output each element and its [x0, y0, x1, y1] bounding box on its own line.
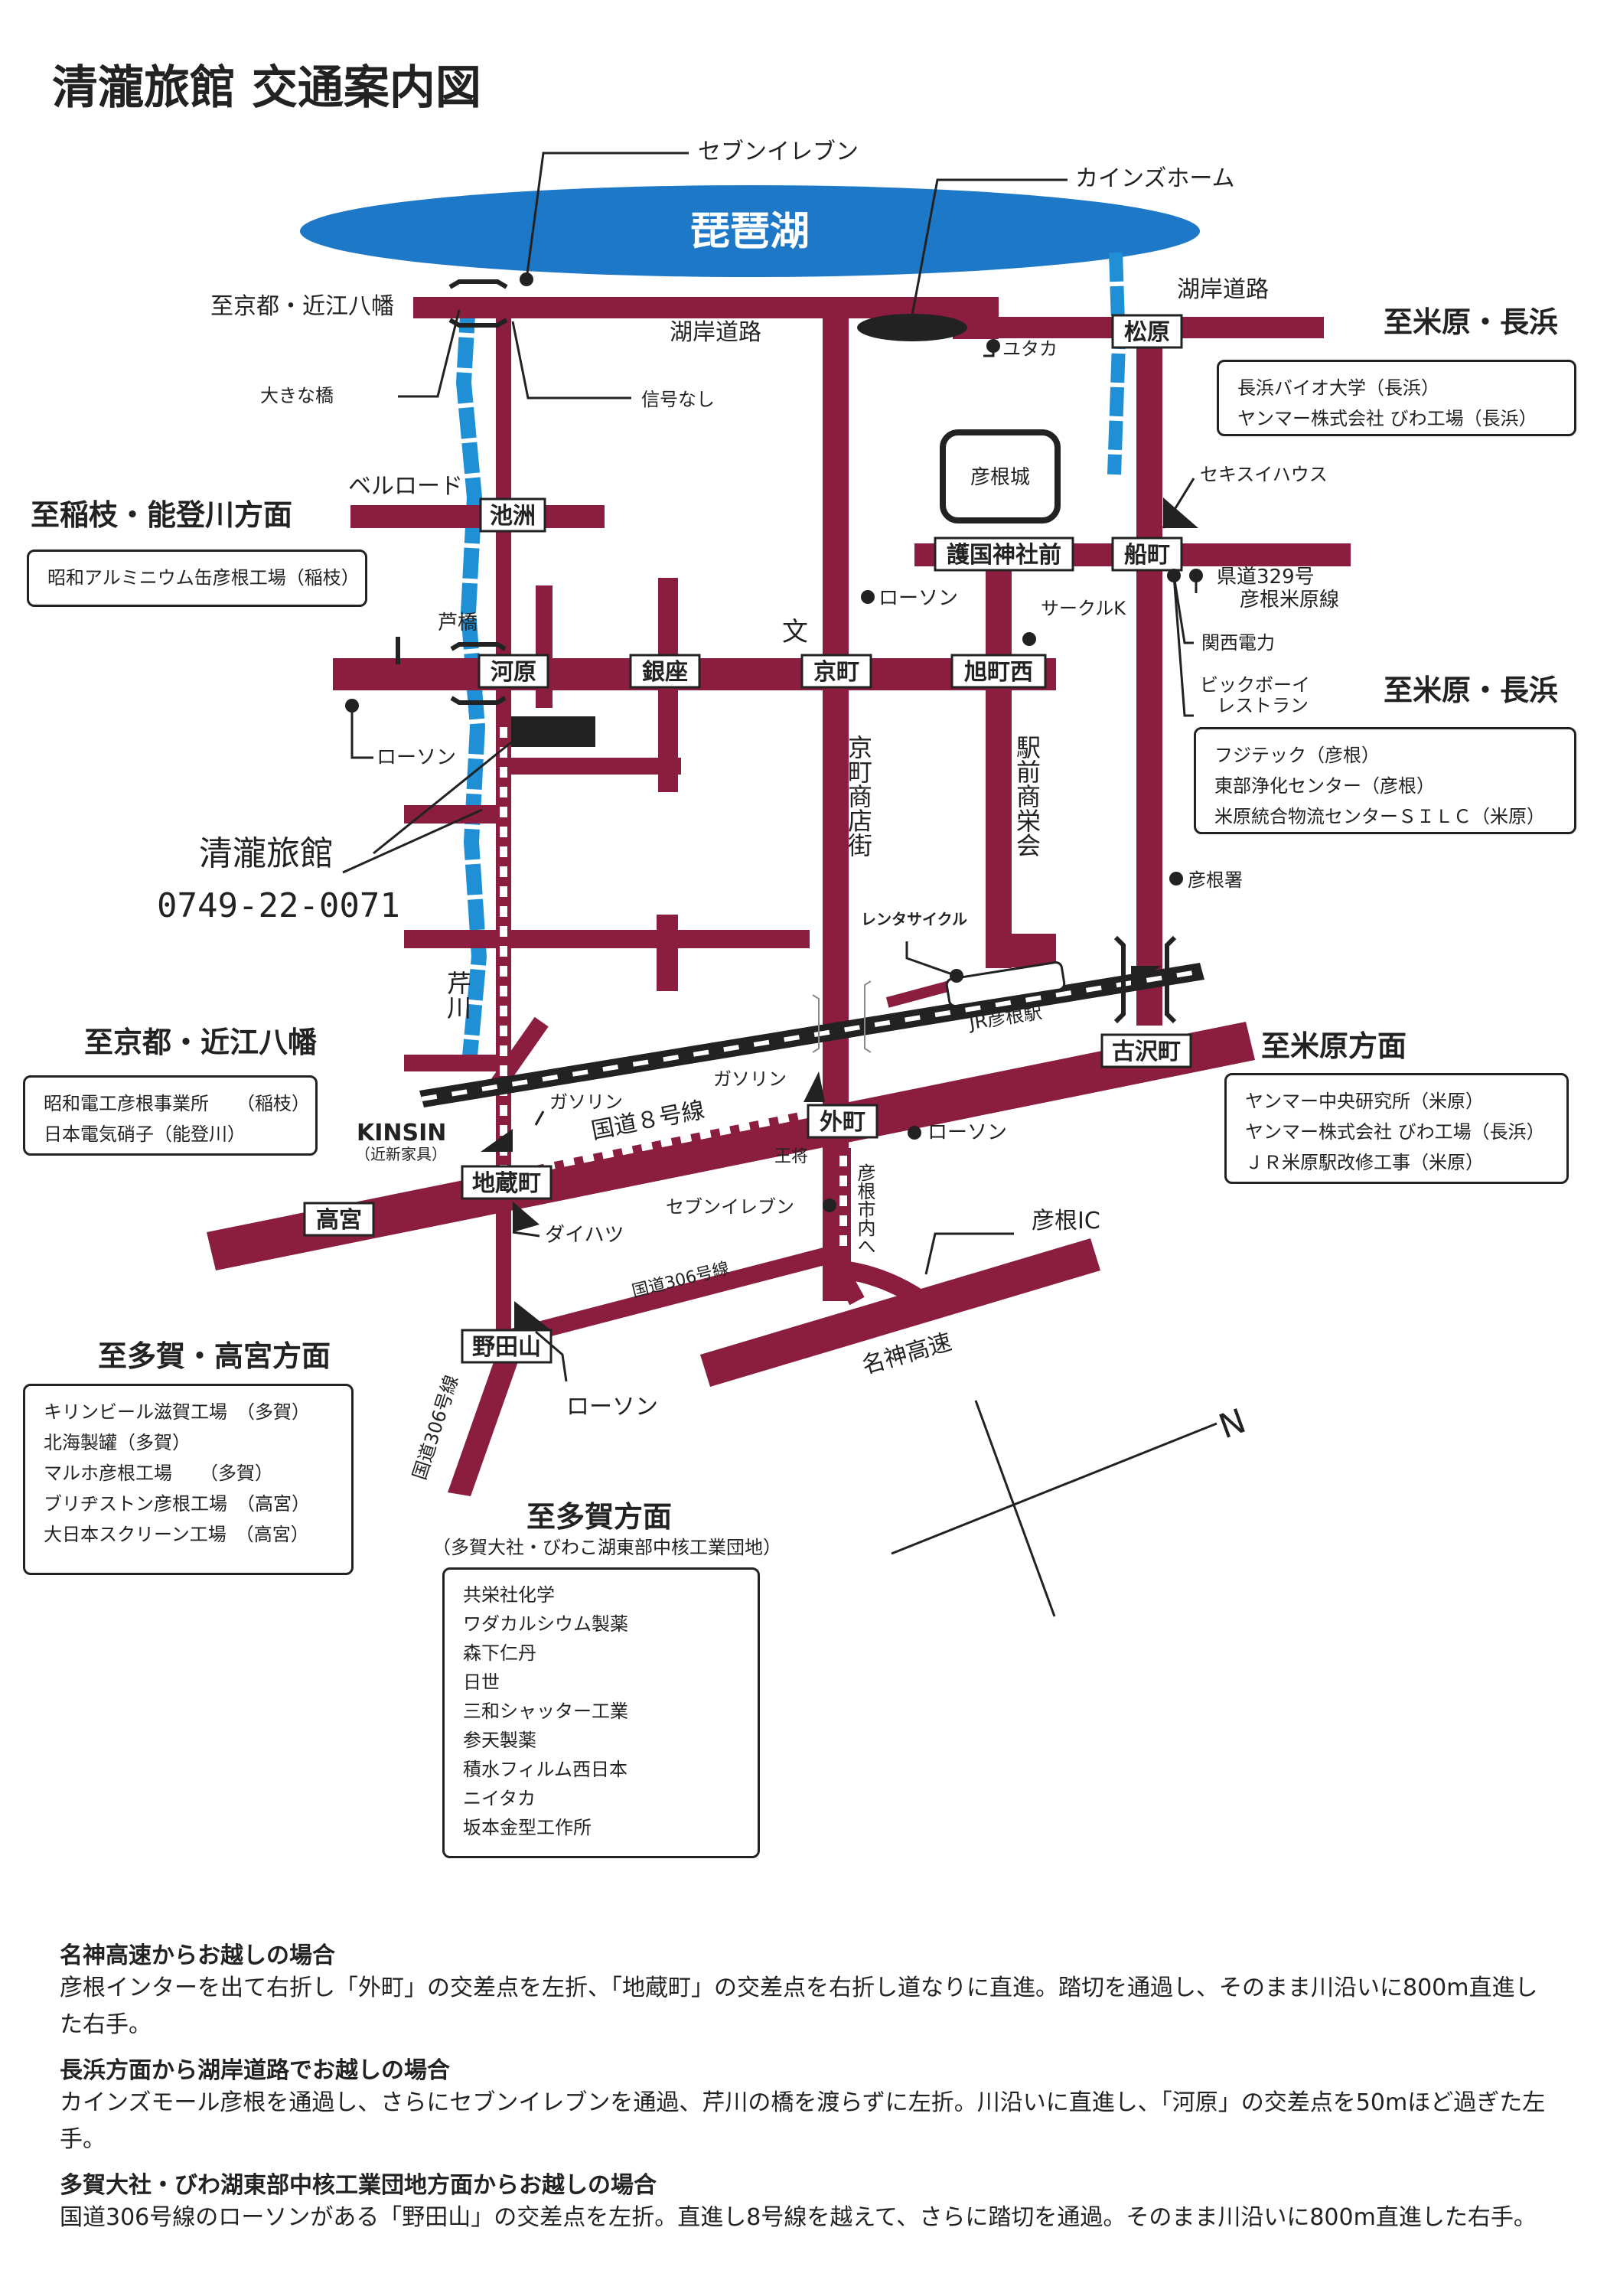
dir-maibara-top: 至米原・長浜 — [1384, 305, 1558, 339]
direction-heading: 多賀大社・びわ湖東部中核工業団地方面からお越しの場合 — [60, 2172, 657, 2199]
dir-kyoto-top: 至京都・近江八幡 — [210, 293, 394, 320]
seven-eleven-bottom-label: セブンイレブン — [666, 1196, 794, 1218]
rental-cycle-label: レンタサイクル — [861, 910, 967, 928]
ekimae-shoueikai-label: 駅前商栄会 — [1012, 735, 1041, 857]
big-boy-label: ビックボーイ — [1200, 674, 1310, 696]
intersection-boxes: 池洲 河原 銀座 京町 旭町西 護国神社前 船町 松原 古沢町 外町 地蔵町 高… — [303, 314, 1192, 1364]
page-title: 清瀧旅館 交通案内図 — [52, 61, 481, 115]
castle-label: 彦根城 — [970, 466, 1030, 489]
intersection-matsubara: 松原 — [1124, 319, 1170, 346]
lawson-kyomachi-label: ローソン — [878, 587, 958, 610]
intersection-jizocho: 地蔵町 — [472, 1170, 541, 1197]
route306-vertical-label: 国道306号線 — [409, 1372, 462, 1482]
gasoline-2-label: ガソリン — [713, 1068, 787, 1090]
ekimae-street — [986, 551, 1012, 968]
intersection-kyomachi: 京町 — [813, 659, 859, 686]
seven-eleven-top-label: セブンイレブン — [698, 139, 859, 165]
lawson-tomachi-label: ローソン — [927, 1121, 1007, 1144]
lakeside-road-label-2: 湖岸道路 — [1177, 276, 1269, 303]
seri-river-label: 芹川 — [443, 970, 472, 1019]
jr-station-building — [945, 960, 1066, 1008]
direction-body: カインズモール彦根を通過し、さらにセブンイレブンを通過、芹川の橋を渡らずに左折。… — [60, 2089, 1546, 2153]
ashibashi-label: 芦橋 — [438, 612, 478, 634]
lawson-nodayama-label: ローソン — [566, 1394, 658, 1420]
railway — [419, 963, 1204, 1107]
direction-body: 彦根インターを出て右折し「外町」の交差点を左折、「地蔵町」の交差点を右折し道なり… — [60, 1975, 1538, 2038]
hotel-name: 清瀧旅館 — [199, 834, 334, 873]
box-maibara-mid: フジテック（彦根） 東部浄化センター（彦根） 米原統合物流センターＳＩＬＣ（米原… — [1194, 727, 1576, 834]
box-taga: 共栄社化学 ワダカルシウム製薬 森下仁丹 日世 三和シャッター工業 参天製薬 積… — [442, 1567, 760, 1858]
bell-road — [350, 505, 605, 528]
intersection-furusawacho: 古沢町 — [1112, 1039, 1181, 1065]
box-inae: 昭和アルミニウム缶彦根工場（稲枝） — [27, 550, 367, 607]
no-signal-label: 信号なし — [641, 389, 715, 410]
kansai-denryoku-label: 関西電力 — [1201, 632, 1275, 654]
hikone-ic-label: 彦根IC — [1032, 1208, 1100, 1234]
box-kyoto-mid: 昭和電工彦根事業所 （稲枝） 日本電気硝子（能登川） — [23, 1075, 318, 1156]
lake-biwa — [300, 185, 1200, 277]
intersection-takamiya: 高宮 — [316, 1207, 362, 1234]
circle-k-label: サークルK — [1041, 598, 1126, 619]
intersection-tomachi: 外町 — [820, 1109, 865, 1136]
police-label: 彦根署 — [1188, 869, 1243, 891]
route8-road — [207, 1022, 1255, 1270]
box-maibara-dir: ヤンマー中央研究所（米原） ヤンマー株式会社 びわ工場（長浜） ＪＲ米原駅改修工… — [1224, 1073, 1569, 1184]
lake-label: 琵琶湖 — [690, 209, 810, 255]
dir-inae: 至稲枝・能登川方面 — [31, 498, 292, 532]
yutaka-label: ユタカ — [1002, 338, 1058, 360]
bell-road-label: ベルロード — [348, 473, 463, 500]
intersection-kawara: 河原 — [491, 659, 536, 686]
dir-taga-sub: （多賀大社・びわこ湖東部中核工業団地） — [432, 1537, 781, 1558]
intersection-funamachi: 船町 — [1124, 542, 1170, 569]
hikone-castle — [940, 429, 1061, 523]
kyomachi-shoutengai-label: 京町商店街 — [844, 735, 873, 857]
dir-taga: 至多賀方面 — [526, 1500, 672, 1534]
big-bridge-label: 大きな橋 — [260, 385, 334, 406]
access-map: 清瀧旅館 交通案内図 琵琶湖 — [31, 61, 1558, 1617]
hikone-shinai-label: 彦根市内へ — [854, 1163, 875, 1255]
funamachi-road — [1136, 321, 1162, 1026]
intersection-asahimachi-nishi: 旭町西 — [964, 659, 1033, 686]
meishin-road — [700, 1238, 1100, 1387]
ousho-label: 王将 — [774, 1147, 808, 1166]
route329-label: 県道329号 — [1217, 566, 1315, 589]
route8-dots — [504, 1110, 812, 1179]
dir-kyoto-mid: 至京都・近江八幡 — [84, 1026, 317, 1059]
cainz-label: カインズホーム — [1075, 165, 1235, 192]
directions-section: 名神高速からお越しの場合 彦根インターを出て右折し「外町」の交差点を左折、「地蔵… — [60, 1929, 1560, 2236]
intersection-ginza: 銀座 — [642, 659, 688, 686]
kinsin-sub-label: （近新家具） — [355, 1145, 447, 1163]
school-mark: 文 — [782, 617, 808, 647]
direction-heading: 長浜方面から湖岸道路でお越しの場合 — [60, 2057, 450, 2084]
kinsin-label: KINSIN — [357, 1120, 446, 1146]
compass-north: N — [1214, 1401, 1250, 1446]
direction-body: 国道306号線のローソンがある「野田山」の交差点を左折。直進し8号線を越えて、さ… — [60, 2204, 1537, 2231]
lawson-kawara-label: ローソン — [376, 746, 456, 769]
dir-maibara: 至米原方面 — [1261, 1029, 1407, 1063]
dir-maibara-mid: 至米原・長浜 — [1384, 673, 1558, 707]
sekisui-label: セキスイハウス — [1200, 464, 1328, 485]
intersection-nodayama: 野田山 — [472, 1334, 541, 1361]
lakeside-road-label: 湖岸道路 — [670, 319, 761, 346]
intersection-gokoku-jinja-mae: 護国神社前 — [947, 542, 1061, 569]
box-nagahama: 長浜バイオ大学（長浜） ヤンマー株式会社 びわ工場（長浜） — [1217, 360, 1576, 436]
gasoline-1-label: ガソリン — [549, 1091, 623, 1113]
dir-taga-takamiya: 至多賀・高宮方面 — [98, 1339, 331, 1373]
cainz-marker — [857, 314, 967, 341]
east-river — [1107, 252, 1126, 475]
box-taga-takamiya: キリンビール滋賀工場 （多賀） 北海製罐（多賀） マルホ彦根工場 （多賀） ブリ… — [23, 1384, 354, 1575]
route329b-label: 彦根米原線 — [1240, 589, 1339, 612]
hotel-phone: 0749-22-0071 — [157, 886, 400, 925]
intersection-ikesu: 池洲 — [490, 503, 536, 530]
daihatsu-label: ダイハツ — [545, 1224, 624, 1247]
big-boy-restaurant-label: レストラン — [1217, 695, 1309, 716]
direction-heading: 名神高速からお越しの場合 — [60, 1942, 335, 1969]
compass — [891, 1400, 1217, 1617]
